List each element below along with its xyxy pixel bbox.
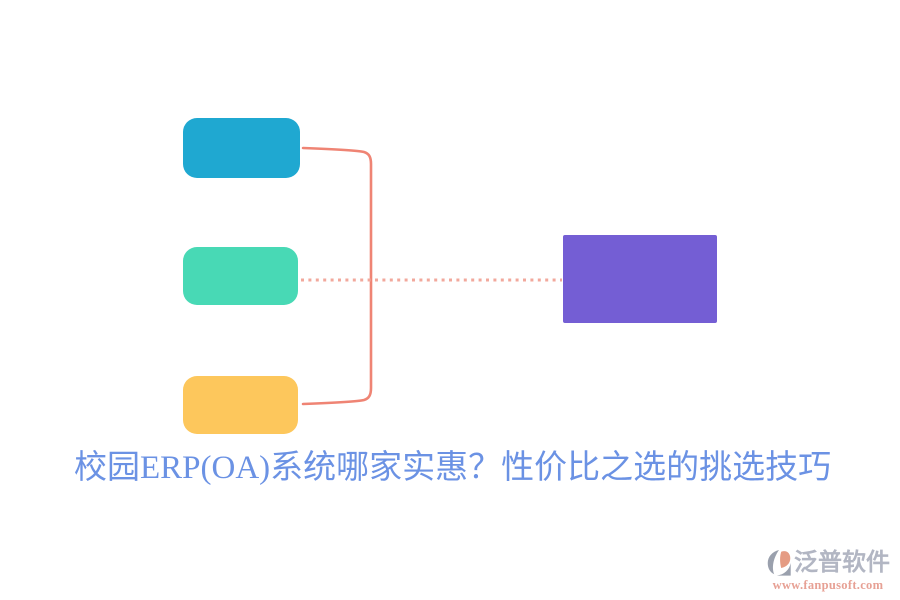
- article-title: 校园ERP(OA)系统哪家实惠？性价比之选的挑选技巧: [74, 450, 832, 486]
- main-node-purple: [563, 235, 717, 323]
- branch-node-green: [183, 247, 298, 305]
- brand-name: 泛普软件: [794, 550, 890, 576]
- bracket-connector: [301, 146, 373, 406]
- brand-url: www.fanpusoft.com: [772, 578, 884, 592]
- branch-node-yellow: [183, 376, 298, 434]
- brand-watermark: 泛普软件 www.fanpusoft.com: [762, 548, 894, 592]
- branch-node-blue: [183, 118, 300, 178]
- fanpu-logo-icon: [767, 550, 791, 576]
